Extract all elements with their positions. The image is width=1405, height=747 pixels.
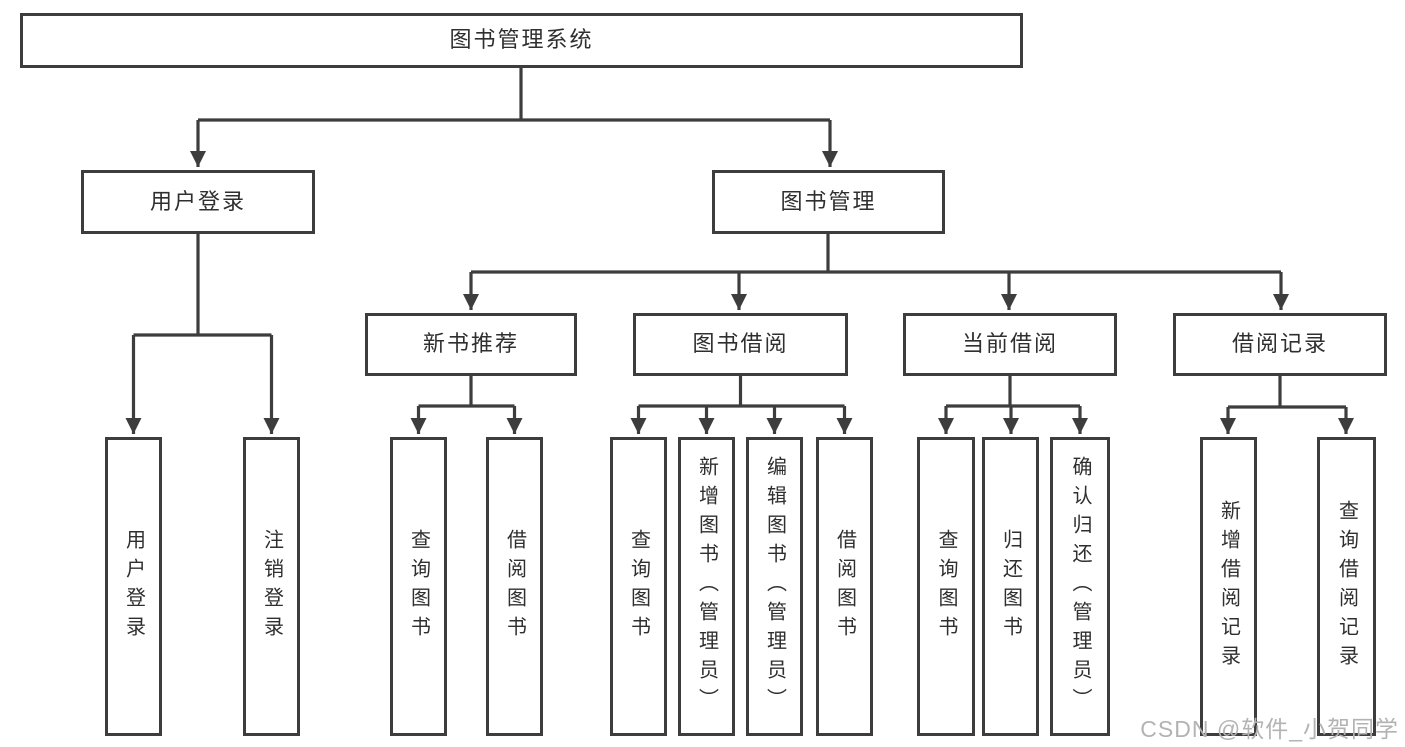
leaf-logout: 注销登录 — [243, 437, 300, 736]
leaf-add-borrow-record: 新增借阅记录 — [1200, 437, 1257, 736]
leaf-query-books-current: 查询图书 — [917, 437, 975, 736]
node-book-borrow: 图书借阅 — [633, 313, 848, 376]
leaf-query-books-recommend: 查询图书 — [390, 437, 447, 736]
leaf-query-books-borrow: 查询图书 — [610, 437, 667, 736]
leaf-borrow-books-recommend: 借阅图书 — [486, 437, 543, 736]
node-borrow-records: 借阅记录 — [1173, 313, 1387, 376]
node-root-system: 图书管理系统 — [20, 13, 1023, 68]
leaf-query-borrow-record: 查询借阅记录 — [1317, 437, 1376, 736]
csdn-watermark: CSDN @软件_小贺同学 — [1140, 716, 1399, 742]
leaf-return-book: 归还图书 — [982, 437, 1039, 736]
node-current-borrow: 当前借阅 — [903, 313, 1117, 376]
leaf-user-login: 用户登录 — [105, 437, 162, 736]
node-new-book-recommend: 新书推荐 — [365, 313, 577, 376]
leaf-confirm-return-admin: 确认归还（管理员） — [1050, 437, 1110, 736]
leaf-add-book-admin: 新增图书（管理员） — [678, 437, 735, 736]
leaf-edit-book-admin: 编辑图书（管理员） — [746, 437, 803, 736]
node-user-login: 用户登录 — [81, 170, 315, 234]
leaf-borrow-books-borrow: 借阅图书 — [816, 437, 873, 736]
node-book-management: 图书管理 — [712, 170, 945, 234]
